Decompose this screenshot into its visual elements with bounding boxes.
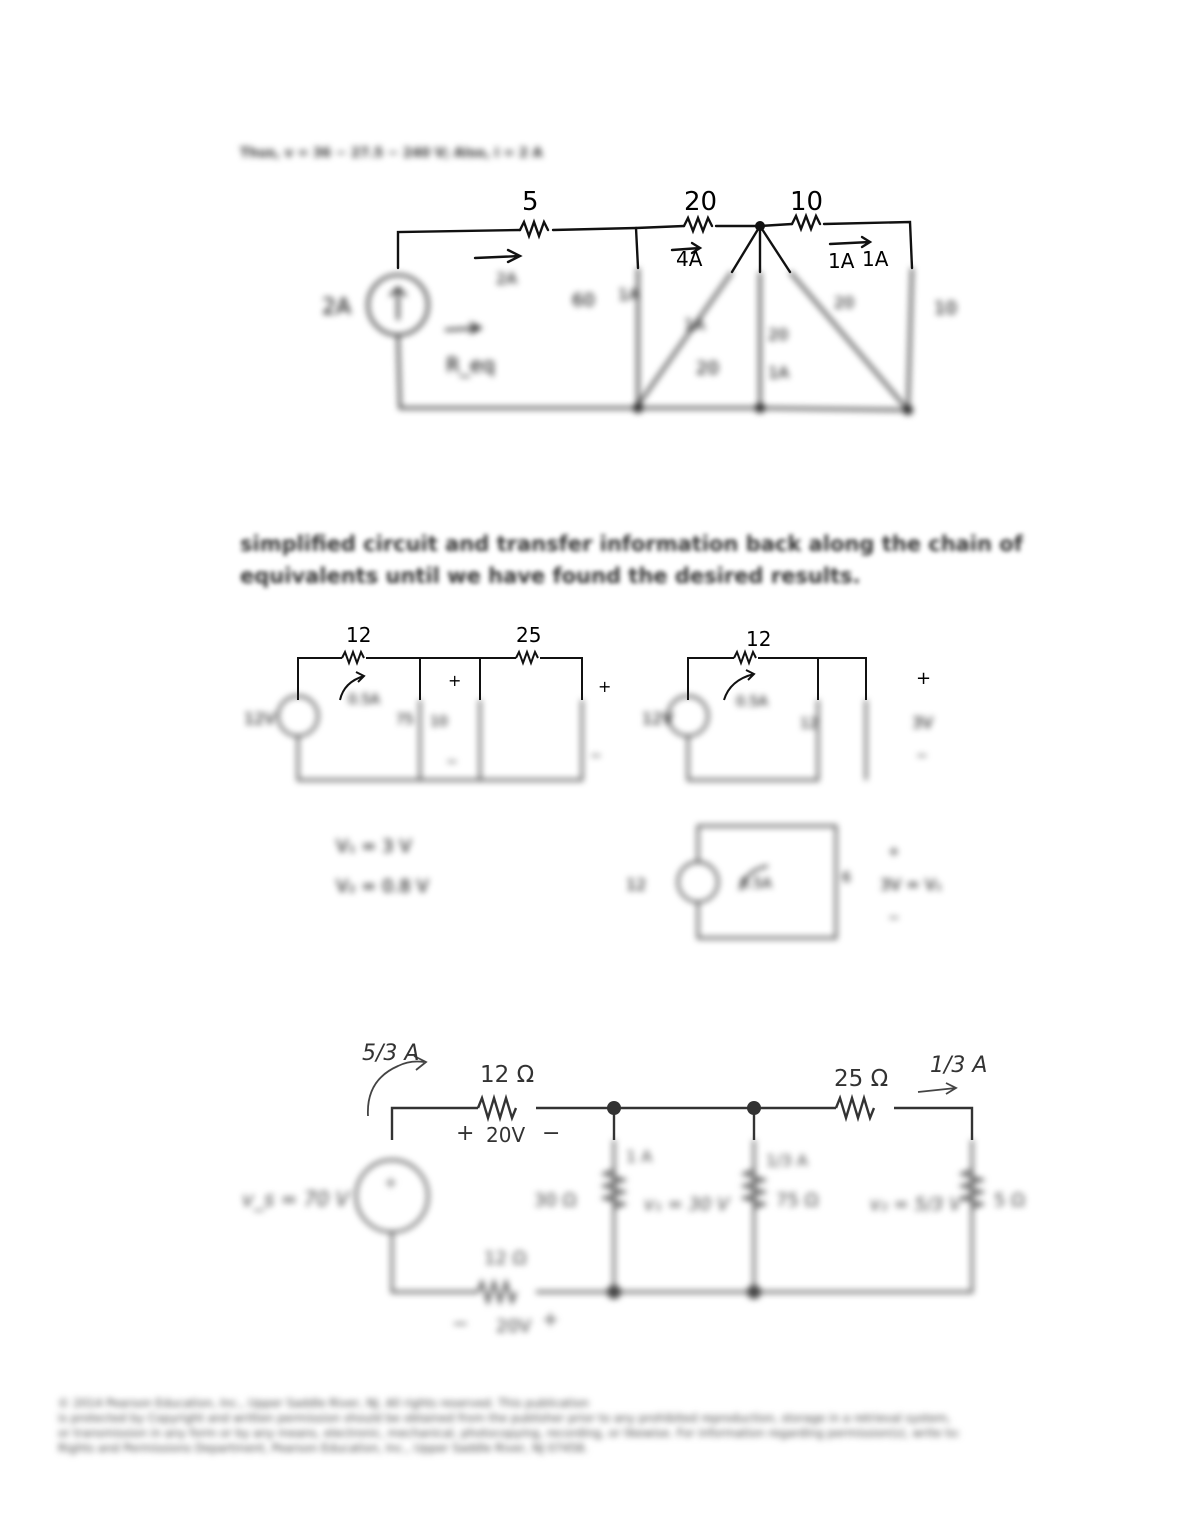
label-c3-i-shunt2: 1/3 A [766,1151,808,1170]
label-c2r-bottom-source: 12 [626,875,646,894]
label-c2l-r-shunt: 10 [430,714,448,730]
circuit3-node-1 [607,1101,621,1115]
label-c3-v-r12-plus: + [456,1121,474,1146]
label-i-eq: 2A [496,269,517,288]
label-c3-i-out: 1/3 A [930,1053,987,1078]
top-caption: Thus, v = 36 − 27.5 − 240 V; Also, i = 2… [240,146,543,161]
circuit3-lower: + v_s = 70 V 30 Ω 1 A v₁ = 30 V 75 Ω 1/3… [242,1140,1025,1337]
label-source-1: 2A [322,295,351,320]
label-c2r-r1: 12 [746,627,771,651]
mid-text-line-2: equivalents until we have found the desi… [240,564,861,588]
label-c2l-plus2: + [598,677,611,696]
label-c3-r-shunt2: 75 Ω [776,1190,819,1211]
label-c2l-r-mid: 75 [396,712,414,728]
label-c2l-note2: V₂ = 0.8 V [336,876,429,897]
label-r-top-mid: 20 [684,187,717,217]
label-i-right-2: 1A [862,247,889,271]
circuit2-top-wires [297,649,867,701]
label-c3-v1: v₁ = 30 V [644,1194,731,1215]
label-c2l-loop-i: 0.5A [348,692,380,708]
label-diag-left-i: 1A [684,315,705,334]
label-i-right: 1A [828,249,855,273]
label-c2l-minus2: − [590,748,602,764]
label-c2r-r-mid: 12 [800,716,818,732]
footer-line-2: is protected by Copyright and written pe… [58,1411,951,1425]
label-c3-v-bottom: 20V [496,1316,532,1337]
label-c2r-bottom-plus: + [888,844,900,860]
circuit1-node-top [755,221,765,231]
label-c3-r-shunt1: 30 Ω [534,1190,577,1211]
label-c2r-bottom-r: 6 [842,870,851,886]
label-shunt-left-i: 1A [618,285,639,304]
label-c2l-source: 12V [244,709,275,728]
label-c2r-vout: 3V [912,713,933,732]
label-shunt-left: 60 [572,290,595,311]
label-i-top-mid: 4A [676,247,703,271]
label-c2r-plus: + [916,668,931,689]
label-c2r-bottom-loop-i: 0.5A [740,876,772,892]
label-c2r-minus: − [916,748,928,764]
label-diag-left: 20 [696,358,719,379]
label-c3-r-last: 5 Ω [994,1190,1025,1211]
label-c3-v-r12: 20V [486,1123,525,1147]
label-c3-i-shunt1: 1 A [626,1147,652,1166]
label-r-top-right: 10 [790,187,823,217]
label-c2l-r1: 12 [346,623,371,647]
label-center-r: 20 [768,325,788,344]
label-c2r-bottom-minus: − [888,910,900,926]
circuit3-node-2 [747,1101,761,1115]
label-c3-source-plus: + [384,1173,397,1192]
label-c3-v-r12-minus: − [542,1121,560,1146]
footer-line-4: Rights and Permissions Department, Pears… [58,1441,589,1455]
label-c3-bottom-minus: − [452,1311,469,1335]
mid-text-line-1: simplified circuit and transfer informat… [240,532,1023,556]
circuit-diagram-2: 12 25 + + 12 + 12V 0.5A 75 10 − − V₁ = 3… [244,623,942,940]
label-c3-r-top-left: 12 Ω [480,1062,534,1088]
footer-line-1: © 2014 Pearson Education, Inc., Upper Sa… [58,1396,589,1410]
circuit2-lower: 12V 0.5A 75 10 − − V₁ = 3 V V₂ = 0.8 V 1… [244,692,942,940]
label-c3-r-bottom: 12 Ω [484,1248,527,1269]
label-c2r-loop-i: 0.5A [736,694,768,710]
label-c2l-note1: V₁ = 3 V [336,836,412,857]
label-right-r: 10 [934,298,957,319]
label-c2r-bottom-vout: 3V = V₁ [880,875,942,894]
label-c2l-plus1: + [448,671,461,690]
circuit1-lower: 2A 60 1A 1A 20 20 1A 20 10 2A R_eq [322,267,957,415]
footer-line-3: or transmission in any form or by any me… [58,1426,961,1440]
label-r-top-left: 5 [522,187,539,217]
copyright-footer: © 2014 Pearson Education, Inc., Upper Sa… [58,1396,1128,1456]
label-c3-bottom-plus: + [542,1307,559,1331]
label-r-eq: R_eq [446,353,495,377]
label-diag-right: 20 [834,293,854,312]
label-c3-i-in: 5/3 A [362,1041,419,1066]
circuit-diagram-3: 5/3 A 12 Ω 25 Ω 1/3 A + 20V − + v_s = 70… [242,1041,1025,1337]
label-c3-r-top-right: 25 Ω [834,1066,888,1092]
label-center-i: 1A [768,363,789,382]
label-c2l-minus1: − [446,754,458,770]
label-c2l-r2: 25 [516,623,541,647]
label-c3-v2: v₂ = 5/3 V [870,1194,963,1215]
label-c3-source: v_s = 70 V [242,1187,351,1211]
circuit-diagram-1: 5 20 10 4A 1A 1A 2A 60 1A 1A 20 20 1A 20… [322,187,957,415]
label-c2r-source: 12V [642,709,673,728]
